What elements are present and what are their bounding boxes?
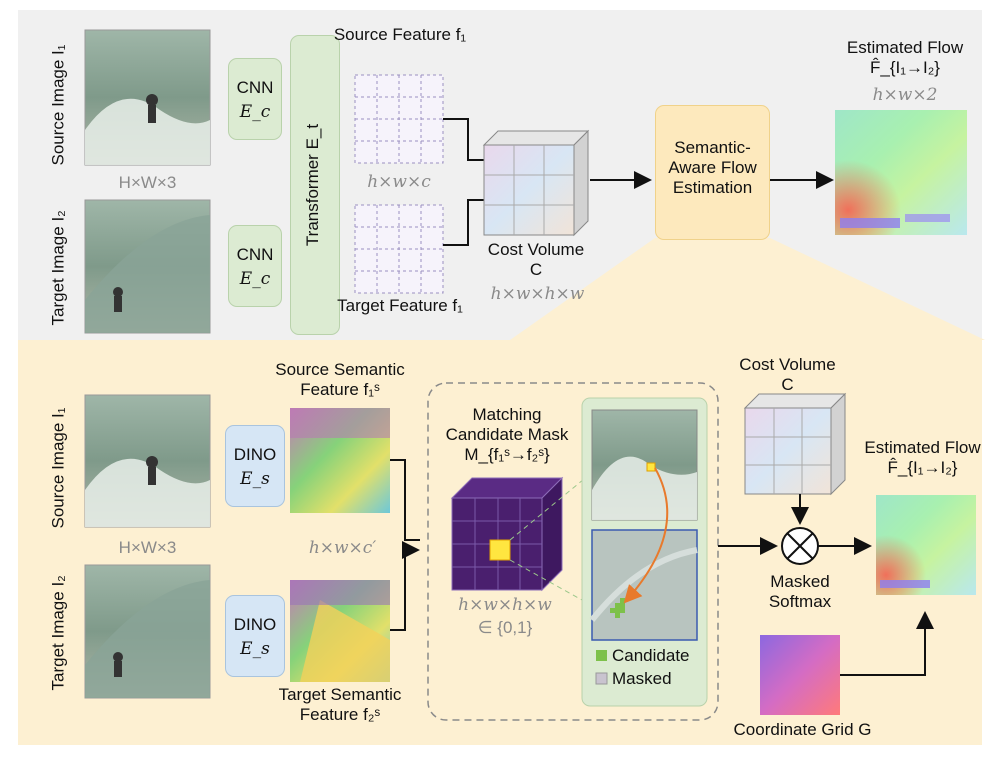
candidate-legend-swatch bbox=[596, 650, 607, 661]
bottom-cost-volume-cube bbox=[743, 392, 847, 496]
source-semantic-label: Source Semantic Feature f₁ˢ bbox=[275, 360, 405, 399]
top-cnn-source-box bbox=[228, 58, 282, 140]
top-estimated-flow-image bbox=[835, 110, 967, 235]
bottom-target-image bbox=[84, 564, 211, 699]
top-cnn-encoder: E_c bbox=[239, 102, 271, 122]
top-flow-dim: h×w×2 bbox=[872, 85, 938, 105]
top-source-image-label: Source Image I₁ bbox=[48, 44, 68, 166]
coordinate-grid-label: Coordinate Grid G bbox=[733, 720, 872, 739]
semantic-aware-box bbox=[655, 105, 770, 240]
coordinate-grid-image bbox=[760, 635, 840, 715]
feature-dim: h×w×c bbox=[367, 172, 431, 192]
top-target-image bbox=[84, 199, 211, 334]
bottom-cost-volume-label: Cost Volume C bbox=[739, 355, 836, 394]
target-semantic-label: Target Semantic Feature f₂ˢ bbox=[278, 685, 402, 724]
bottom-target-image-label: Target Image I₂ bbox=[48, 575, 68, 691]
masked-softmax-label: Masked Softmax bbox=[768, 572, 832, 611]
transformer-box bbox=[290, 35, 340, 335]
dino-encoder: E_s bbox=[240, 469, 270, 489]
bottom-source-image-label: Source Image I₁ bbox=[48, 407, 68, 529]
dino2-label: DINO bbox=[233, 615, 277, 634]
zoom-wedge bbox=[510, 238, 985, 340]
top-source-feature-grid bbox=[354, 74, 444, 164]
semantic-aware-label: Semantic-Aware Flow Estimation bbox=[668, 138, 757, 197]
top-cnn2-label: CNN bbox=[236, 245, 274, 264]
candidate-target-thumb bbox=[589, 529, 698, 641]
legend-masked: Masked bbox=[612, 669, 672, 688]
mask-set: ∈ {0,1} bbox=[477, 618, 533, 637]
dino-source-box bbox=[225, 425, 285, 507]
bottom-source-image bbox=[84, 394, 211, 528]
source-semantic-feature-image bbox=[290, 408, 390, 513]
mask-label: Matching Candidate Mask M_{f₁ˢ→f₂ˢ} bbox=[445, 405, 569, 464]
target-feature-label: Target Feature f₁ bbox=[337, 296, 463, 315]
source-feature-label: Source Feature f₁ bbox=[333, 25, 467, 44]
target-semantic-feature-image bbox=[290, 580, 390, 682]
bottom-estimated-flow-image bbox=[876, 495, 976, 595]
bottom-estimated-flow-label: Estimated Flow F̂_{I₁→I₂} bbox=[864, 438, 981, 477]
legend-candidate: Candidate bbox=[612, 646, 690, 665]
top-cost-volume-dim: h×w×h×w bbox=[490, 284, 585, 304]
top-target-feature-grid bbox=[354, 204, 444, 294]
top-image-dim: H×W×3 bbox=[118, 173, 177, 192]
semantic-dim: h×w×c′ bbox=[308, 538, 377, 558]
top-cost-volume-cube bbox=[482, 129, 590, 237]
top-source-image bbox=[84, 29, 211, 166]
bottom-image-dim: H×W×3 bbox=[118, 538, 177, 557]
top-cost-volume-label: Cost Volume C bbox=[487, 240, 585, 279]
dino-target-box bbox=[225, 595, 285, 677]
masked-softmax-otimes bbox=[781, 527, 819, 565]
dino2-encoder: E_s bbox=[240, 639, 270, 659]
top-cnn2-encoder: E_c bbox=[239, 269, 271, 289]
transformer-label: Transformer E_t bbox=[303, 123, 322, 247]
top-estimated-flow-label: Estimated Flow F̂_{I₁→I₂} bbox=[846, 38, 964, 77]
match-arrow bbox=[623, 467, 669, 604]
candidate-source-thumb bbox=[591, 409, 698, 521]
top-cnn-label: CNN bbox=[236, 78, 274, 97]
matching-candidate-mask-cube bbox=[450, 476, 564, 592]
top-cnn-target-box bbox=[228, 225, 282, 307]
mask-module-frame bbox=[427, 382, 719, 721]
masked-legend-swatch bbox=[595, 672, 608, 685]
mask-dim: h×w×h×w bbox=[458, 595, 552, 615]
top-target-image-label: Target Image I₂ bbox=[48, 210, 68, 326]
dino-label: DINO bbox=[233, 445, 277, 464]
